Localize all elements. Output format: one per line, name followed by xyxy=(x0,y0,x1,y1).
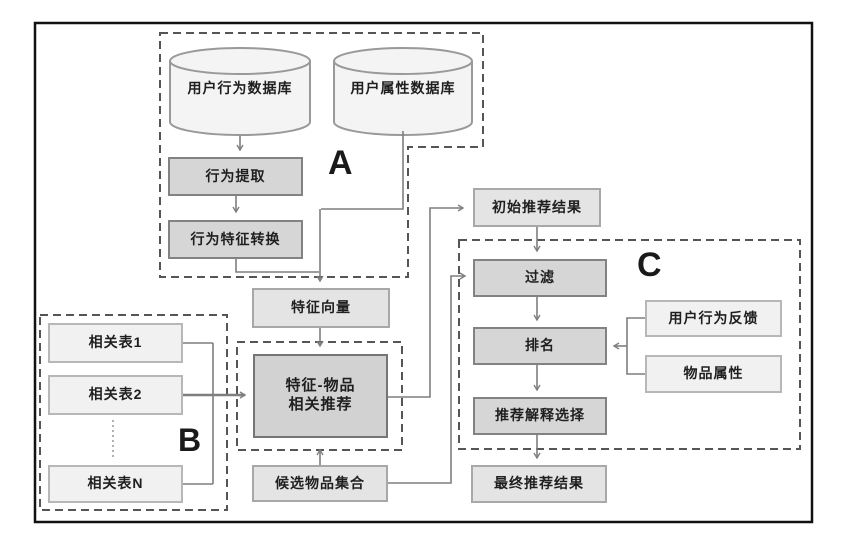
connectors xyxy=(112,131,645,485)
node-feature-item-line1: 特征-物品 xyxy=(285,377,356,395)
node-user-attribute-database: 用户属性数据库 xyxy=(350,80,456,96)
node-initial-results: 初始推荐结果 xyxy=(473,188,601,227)
node-candidate-items: 候选物品集合 xyxy=(252,465,388,502)
user-attribute-database-icon xyxy=(333,47,473,136)
node-feature-item-recommend: 特征-物品 相关推荐 xyxy=(253,354,388,438)
node-final-results: 最终推荐结果 xyxy=(471,465,607,503)
region-b-outline xyxy=(39,314,228,511)
node-behavior-feature-convert: 行为特征转换 xyxy=(168,220,303,259)
node-feature-vector: 特征向量 xyxy=(252,288,390,328)
node-rank: 排名 xyxy=(473,327,607,365)
node-feature-item-line2: 相关推荐 xyxy=(288,396,353,413)
node-related-table-2: 相关表2 xyxy=(48,375,183,415)
node-related-table-n: 相关表N xyxy=(48,465,183,503)
node-item-attributes: 物品属性 xyxy=(645,355,782,393)
outer-border xyxy=(33,21,814,524)
region-b-label: B xyxy=(178,422,202,458)
node-filter: 过滤 xyxy=(473,259,607,297)
node-related-table-1: 相关表1 xyxy=(48,323,183,363)
node-behavior-extract: 行为提取 xyxy=(168,157,303,196)
region-c-outline xyxy=(458,239,801,450)
region-a-outline xyxy=(159,32,484,278)
region-c-label: C xyxy=(637,246,662,284)
node-user-behavior-database: 用户行为数据库 xyxy=(187,80,293,96)
user-behavior-database-icon xyxy=(169,47,311,136)
node-user-behavior-feedback: 用户行为反馈 xyxy=(645,300,782,337)
region-a-label: A xyxy=(328,144,353,182)
node-explanation-select: 推荐解释选择 xyxy=(473,397,607,435)
